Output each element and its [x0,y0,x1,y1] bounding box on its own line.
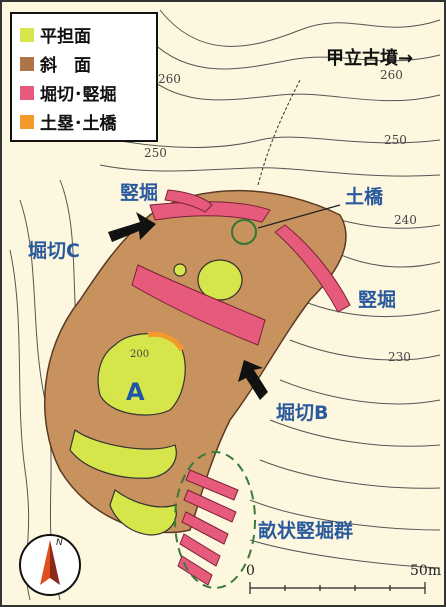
scale-start-label: 0 [246,563,255,579]
legend-label: 堀切･竪堀 [40,85,117,105]
label-tatebori-right: 竪堀 [358,289,397,311]
contour-label: 200 [130,349,150,360]
flat-areas [69,259,243,536]
ditch-group-outline [174,451,256,589]
contour-label: 250 [384,133,407,147]
scale-bar [249,582,426,594]
legend-item-trench: 堀切･竪堀 [20,78,148,107]
scale-end-label: 50m [410,563,442,579]
contour-lines [9,9,441,601]
label-area-a: A [126,378,145,406]
map-legend: 平担面 斜 面 堀切･竪堀 土塁･土橋 [10,12,158,142]
ditch-group [177,469,239,586]
earthwork-rim [147,331,185,352]
legend-label: 平担面 [40,27,91,47]
arrow-horikiri-c [108,212,156,242]
horikiri-b-band [131,264,266,346]
legend-swatch [20,85,34,100]
north-compass [19,534,81,596]
legend-item-flat: 平担面 [20,20,148,49]
label-kofun: 甲立古墳→ [326,48,414,69]
arrows [108,212,268,400]
label-dobashi: 土橋 [345,186,384,208]
flat-area-upper [197,259,243,301]
legend-label: 斜 面 [40,56,91,76]
contour-label: 250 [144,146,167,160]
tatebori-right-band [274,224,351,313]
dobashi-leader [257,204,341,229]
label-horikiri-c: 堀切C [28,240,80,262]
label-horikiri-b: 堀切B [276,402,329,424]
dobashi-marker [231,219,257,245]
contour-label: 260 [380,68,403,82]
contour-label: 260 [158,72,181,86]
legend-item-earthwork: 土塁･土橋 [20,107,148,136]
legend-swatch [20,56,34,71]
compass-letter: N [56,538,63,548]
legend-item-slope: 斜 面 [20,49,148,78]
legend-swatch [20,114,34,129]
tatebori-top-band [164,189,213,213]
arrow-horikiri-b [238,360,268,400]
ridge-path [257,79,301,186]
contour-label: 240 [394,213,417,227]
legend-label: 土塁･土橋 [40,114,117,134]
trench-bands [131,189,351,346]
legend-swatch [20,27,34,42]
contour-label: 230 [388,350,411,364]
label-tatebori-group: 畝状竪堀群 [258,520,354,542]
label-tatebori-top: 竪堀 [120,182,159,204]
